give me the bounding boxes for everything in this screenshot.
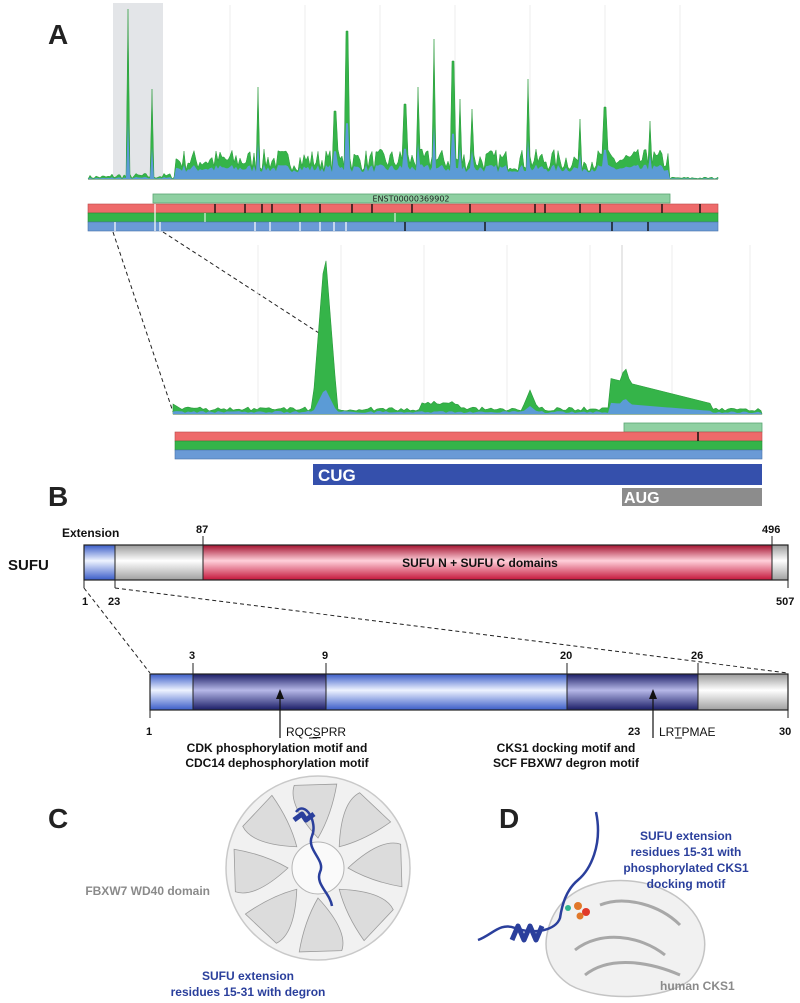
zpos-23: 23 [628,726,640,738]
zpos-30: 30 [779,726,791,738]
aug-label: AUG [624,490,660,507]
phospho-atom-3 [576,912,584,920]
c-terminal-region [772,545,788,580]
zoom-grey-region [698,674,788,710]
zpos-1: 1 [146,726,152,738]
sufu-extension-zoom-bar [149,663,789,718]
c-ext-label-2: residues 15-31 with degron [171,985,326,999]
coverage-plot-zoom [172,245,763,415]
zpos-3: 3 [189,650,195,662]
track-red [87,203,719,214]
linker-region [115,545,203,580]
cks1-motif-desc-1: CKS1 docking motif and [497,741,636,755]
protein-label: SUFU [8,557,49,574]
panel-label-c: C [48,803,68,834]
cks1-strands [574,899,682,977]
zoom-blue-signal [173,390,762,414]
coverage-plot-top [87,3,719,180]
wd40-blade [233,848,289,894]
phospho-atom-2 [582,908,590,916]
cdk-motif-sequence: RQCSPRR [286,725,346,739]
wd40-blade [242,794,298,848]
pos-496: 496 [762,524,780,536]
fbxw7-structure [225,775,411,961]
wd40-blade [298,897,344,953]
wd40-center [291,841,345,895]
docking-helix [509,923,545,943]
wd40-label: FBXW7 WD40 domain [85,884,210,898]
zoom-transcript-bar [623,422,763,433]
extension-region [84,545,115,580]
zoom-track-green [174,440,763,451]
aug-bar [622,488,762,506]
wd40-blade [338,792,392,848]
pos-23: 23 [108,596,120,608]
transcript-label: ENST00000369902 [373,195,450,204]
sufu-domains-region [203,545,772,580]
wd40-blade [347,842,403,888]
degron-helix [292,811,316,823]
pos-87: 87 [196,524,208,536]
zoom-track-blue [174,449,763,460]
phospho-atom-4 [565,905,571,911]
cdk-motif-region [193,674,326,710]
cug-label: CUG [318,466,356,485]
wd40-blade [244,888,298,944]
cks1-motif-region [567,674,698,710]
cdk-arrow-head [276,689,284,699]
d-ext-label-2: residues 15-31 with [631,845,742,859]
cks1-label: human CKS1 [660,979,735,993]
zoom-line-left [112,231,174,413]
cks1-motif-sequence: LRTPMAE [659,725,715,739]
wd40-blade [338,888,394,942]
cks1-structure [477,811,706,998]
zoom-track-red [174,431,763,442]
panel-label-b: B [48,481,68,512]
b-zoom-line-left [83,587,151,674]
zpos-20: 20 [560,650,572,662]
cug-bar [313,464,762,485]
zoom-line-right [162,231,323,336]
transcript-tracks-zoom [174,422,763,460]
c-ext-label-1: SUFU extension [202,969,294,983]
panel-label-a: A [48,19,68,50]
cks1-motif-desc-2: SCF FBXW7 degron motif [493,756,640,770]
zoom-green-signal [172,260,763,415]
zpos-26: 26 [691,650,703,662]
b-zoom-line-right [114,587,789,674]
track-blue [87,221,719,232]
full-bar-outline [83,544,789,581]
transcript-tracks-top: ENST00000369902 [87,193,719,232]
pos-507: 507 [776,596,794,608]
d-ext-label-4: docking motif [647,877,727,891]
highlight-region [113,3,163,179]
panel-label-d: D [499,803,519,834]
phospho-atom-1 [574,902,582,910]
coverage-green-signal [87,8,719,180]
pos-1: 1 [82,596,88,608]
cdk-motif-desc-1: CDK phosphorylation motif and [187,741,368,755]
cdk-motif-desc-2: CDC14 dephosphorylation motif [185,756,369,770]
coverage-blue-signal [88,119,718,179]
d-ext-label-3: phosphorylated CKS1 [623,861,749,875]
d-ext-label-1: SUFU extension [640,829,732,843]
transcript-bar [152,193,671,204]
zpos-9: 9 [322,650,328,662]
sufu-full-protein-bar [83,536,789,588]
zoom-bar-outline [149,673,789,711]
domain-label: SUFU N + SUFU C domains [402,556,558,570]
sufu-docking-peptide [477,811,600,942]
track-green [87,212,719,223]
extension-label: Extension [62,526,119,540]
cks1-arrow-head [649,689,657,699]
